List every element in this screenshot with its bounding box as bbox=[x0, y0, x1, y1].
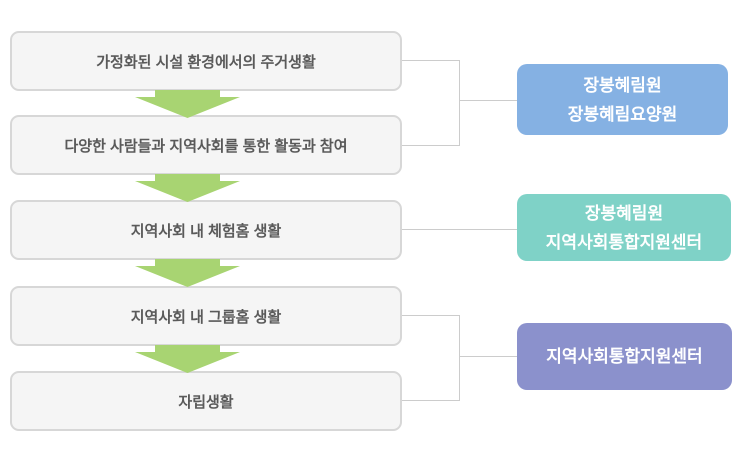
flow-step-3: 지역사회 내 체험홈 생활 bbox=[10, 200, 402, 260]
org-box-line: 장봉혜림원 bbox=[583, 75, 662, 95]
org-box-line: 지역사회통합지원센터 bbox=[545, 232, 703, 252]
flow-step-4: 지역사회 내 그룹홈 생활 bbox=[10, 286, 402, 346]
connector-line bbox=[402, 315, 459, 316]
down-arrow-icon bbox=[135, 90, 240, 118]
org-box-jangbong-hyerimwon-community-center: 장봉혜림원 지역사회통합지원센터 bbox=[517, 194, 731, 261]
flow-step-5: 자립생활 bbox=[10, 371, 402, 431]
connector-line bbox=[402, 145, 459, 146]
flow-step-2-label: 다양한 사람들과 지역사회를 통한 활동과 참여 bbox=[64, 137, 348, 155]
connector-line bbox=[459, 315, 460, 401]
org-box-line: 장봉혜림원 bbox=[584, 203, 664, 223]
flow-step-4-label: 지역사회 내 그룹홈 생활 bbox=[130, 308, 282, 326]
down-arrow-icon bbox=[135, 174, 240, 202]
connector-line bbox=[459, 356, 517, 357]
connector-line bbox=[402, 400, 459, 401]
down-arrow-icon bbox=[135, 345, 240, 373]
down-arrow-icon bbox=[135, 259, 240, 287]
org-box-community-integration-support-center: 지역사회통합지원센터 bbox=[517, 323, 732, 390]
flow-step-2: 다양한 사람들과 지역사회를 통한 활동과 참여 bbox=[10, 115, 402, 175]
connector-line bbox=[459, 100, 517, 101]
flow-step-5-label: 자립생활 bbox=[178, 393, 234, 411]
connector-line bbox=[459, 60, 460, 146]
connector-line bbox=[402, 229, 517, 230]
flow-step-1: 가정화된 시설 환경에서의 주거생활 bbox=[10, 31, 402, 91]
org-box-line: 지역사회통합지원센터 bbox=[546, 347, 703, 366]
org-box-line: 장봉혜림요양원 bbox=[567, 104, 678, 124]
flow-step-3-label: 지역사회 내 체험홈 생활 bbox=[130, 222, 282, 240]
org-box-jangbong-hyerimwon-yangwon: 장봉혜림원 장봉혜림요양원 bbox=[517, 64, 728, 135]
flow-step-1-label: 가정화된 시설 환경에서의 주거생활 bbox=[96, 53, 316, 71]
connector-line bbox=[402, 60, 459, 61]
